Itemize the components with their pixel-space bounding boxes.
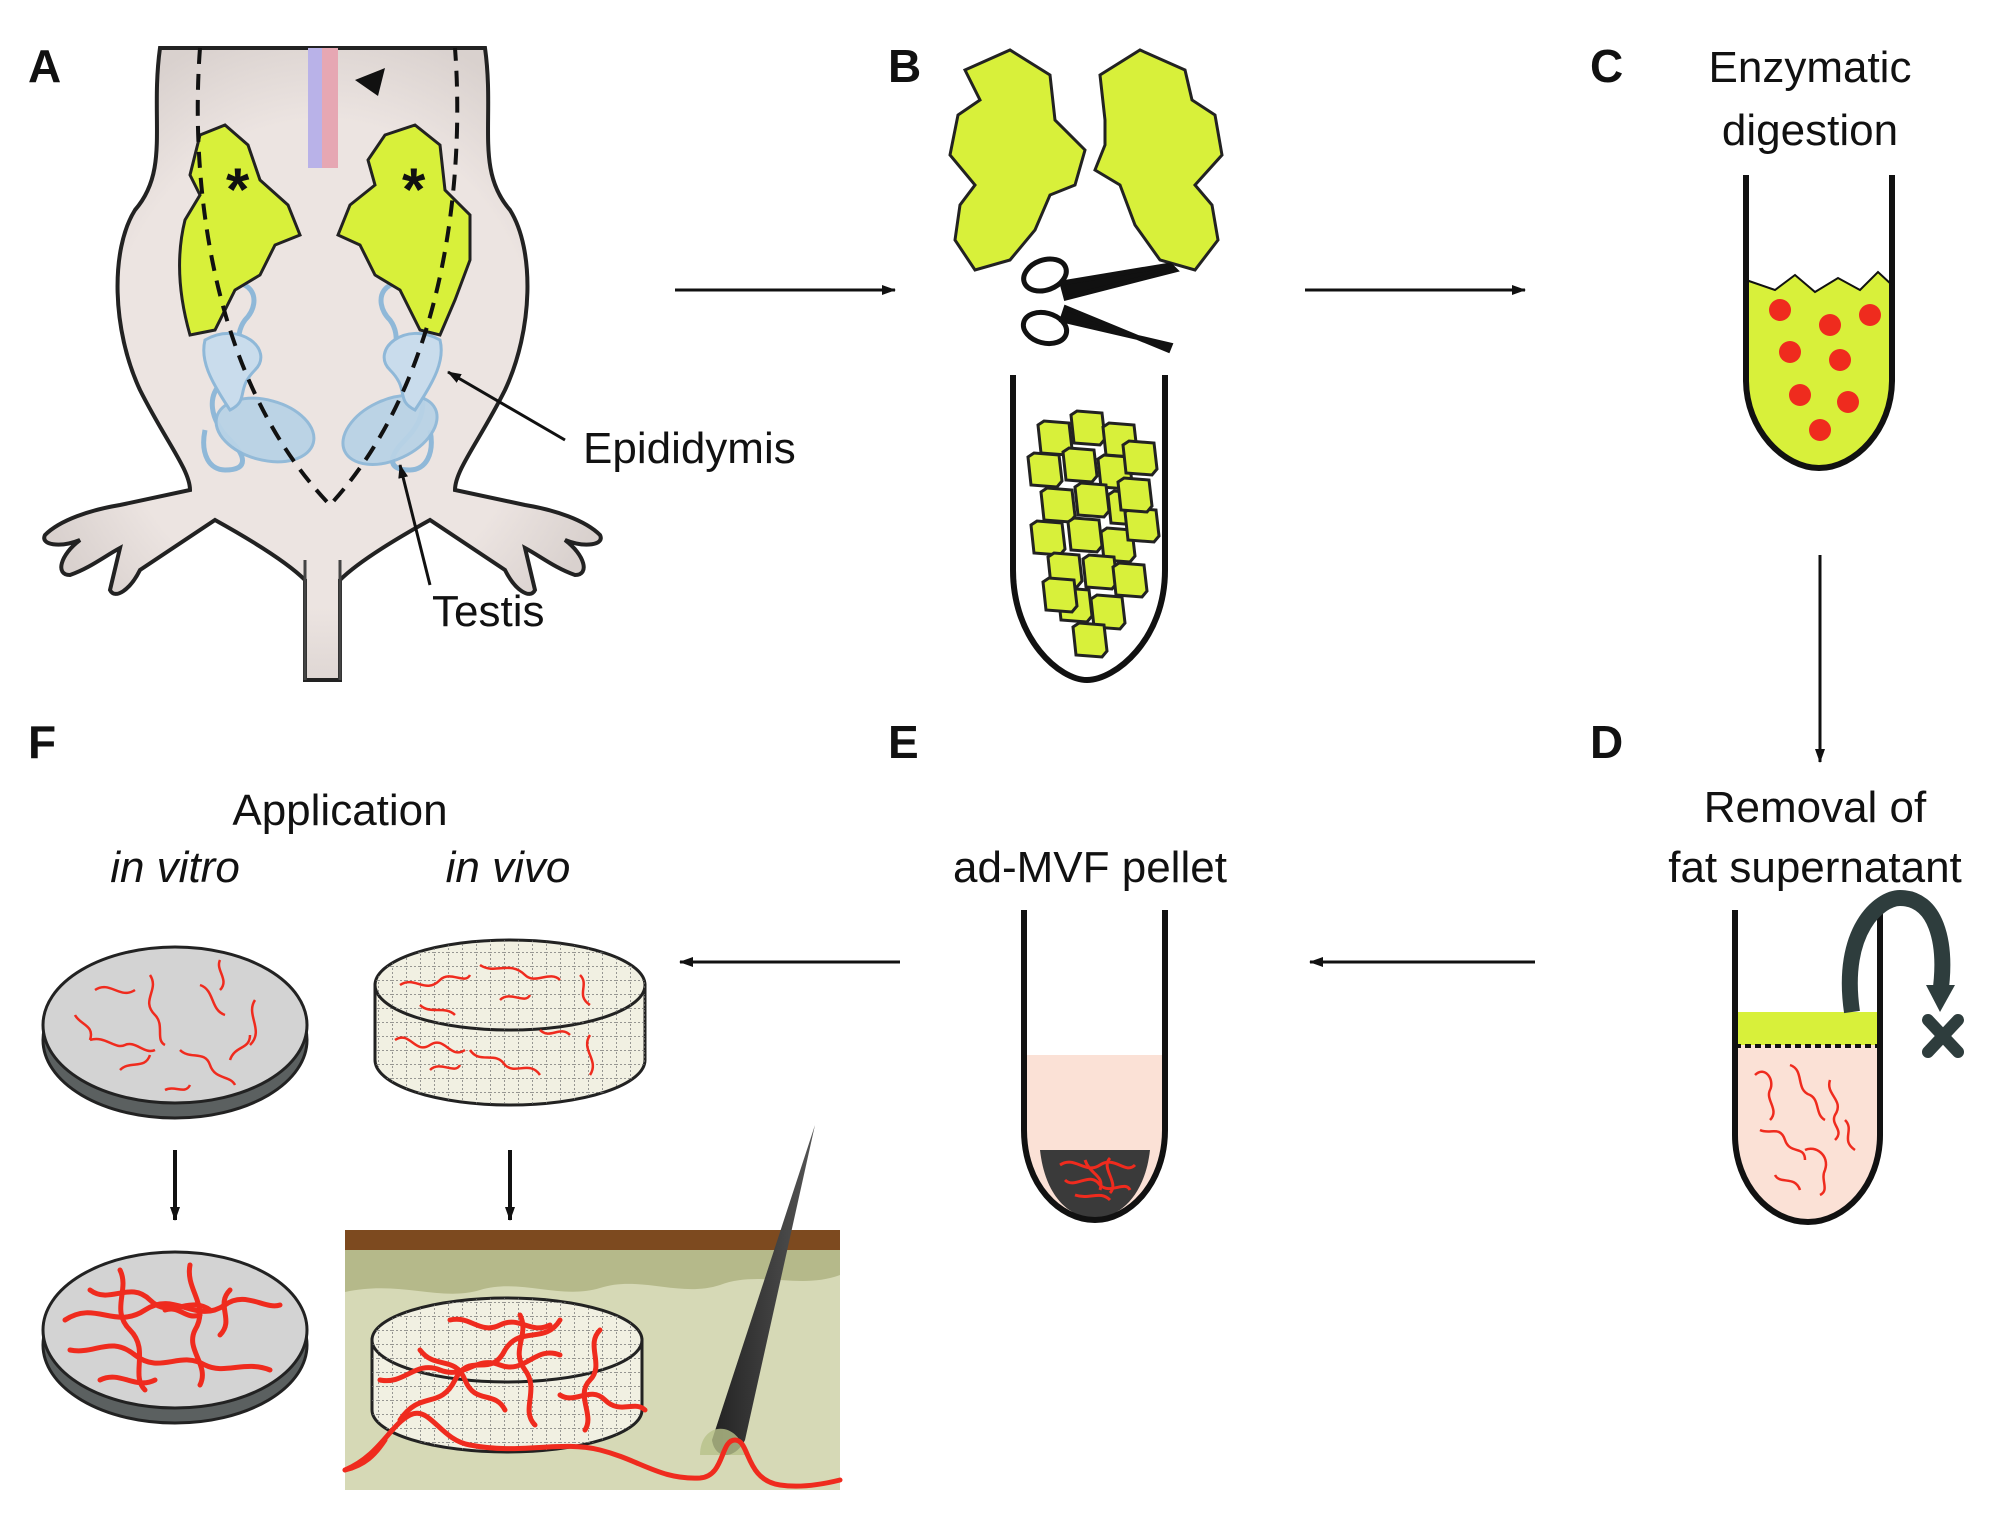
in-vitro-caption: in vitro <box>110 843 240 892</box>
vessel-fragments-d <box>1754 1063 1856 1197</box>
mouse-tail <box>303 560 342 680</box>
fat-piece <box>1039 486 1077 524</box>
minced-fat-pieces <box>1026 409 1161 659</box>
testis-label: Testis <box>432 587 544 636</box>
enzyme-dot <box>1819 314 1841 336</box>
enzyme-dot <box>1809 419 1831 441</box>
fat-piece <box>1121 439 1159 477</box>
scissors-icon <box>1020 256 1180 354</box>
removal-title-line1: Removal of <box>1704 783 1927 832</box>
hair-follicle <box>712 1125 815 1455</box>
fat-piece <box>1069 409 1107 447</box>
incision-line <box>195 47 460 508</box>
skin-layer <box>345 1230 840 1250</box>
epididymis-left <box>202 332 263 412</box>
discard-arrow <box>1841 889 1951 1014</box>
panel-e-pellet: ad-MVF pellet <box>953 843 1227 1224</box>
enzyme-dot <box>1779 341 1801 363</box>
tube-d <box>1732 910 1883 1226</box>
testis-pointer <box>398 464 432 586</box>
fat-piece <box>1116 476 1154 514</box>
fat-pad-left <box>178 123 302 337</box>
in-vitro-dish-initial <box>41 945 309 1120</box>
tube-e <box>1021 910 1168 1224</box>
testis-right <box>341 394 439 466</box>
panel-f-application: Application in vitro in vivo <box>41 786 843 1490</box>
arrowhead-marker <box>355 68 385 96</box>
discard-x-icon <box>1922 1014 1964 1058</box>
enzyme-dot <box>1829 349 1851 371</box>
tube-c <box>1743 175 1895 472</box>
pellet-vessels <box>1059 1156 1137 1202</box>
epididymis-right <box>382 332 443 412</box>
panel-label-e: E <box>888 716 919 768</box>
fat-piece <box>1061 446 1099 484</box>
panel-label-a: A <box>28 40 61 92</box>
pellet-title: ad-MVF pellet <box>953 843 1227 892</box>
panel-b-mincing <box>948 48 1224 684</box>
enzyme-dot <box>1859 304 1881 326</box>
in-vivo-caption: in vivo <box>446 843 571 892</box>
epididymis-label: Epididymis <box>583 424 796 473</box>
application-title: Application <box>232 786 447 835</box>
digestion-liquid <box>1746 272 1892 468</box>
fat-piece <box>1071 621 1109 659</box>
fat-piece <box>1073 481 1111 519</box>
panel-label-f: F <box>28 716 56 768</box>
panel-c-digestion: Enzymatic digestion <box>1709 43 1912 472</box>
vessel-network-vivo <box>342 1312 843 1489</box>
removal-title-line2: fat supernatant <box>1668 843 1962 892</box>
panel-a-mouse-illustration: * * Epididymis Testis <box>42 46 796 682</box>
fat-piece <box>1029 519 1067 557</box>
fat-piece <box>1111 561 1149 599</box>
testis-left <box>214 396 316 464</box>
excised-fat-right <box>1093 48 1224 272</box>
panel-label-c: C <box>1590 40 1623 92</box>
fat-piece <box>1081 553 1119 591</box>
enzyme-dot <box>1837 391 1859 413</box>
panel-d-removal: Removal of fat supernatant <box>1668 783 1964 1226</box>
in-vivo-implant-site <box>342 1125 843 1490</box>
enzyme-dot <box>1789 384 1811 406</box>
asterisk-right: * <box>402 156 426 223</box>
fat-piece <box>1066 516 1104 554</box>
fat-supernatant-layer <box>1735 1012 1880 1045</box>
fat-piece <box>1041 576 1079 614</box>
blood-vessel-artery <box>322 48 338 168</box>
fat-piece <box>1026 451 1064 489</box>
blood-vessel-vein <box>308 48 322 168</box>
epididymis-pointer <box>447 370 566 442</box>
digestion-title-line1: Enzymatic <box>1709 43 1912 92</box>
enzyme-dots <box>1769 299 1881 441</box>
asterisk-left: * <box>226 156 250 223</box>
in-vivo-scaffold-initial <box>373 938 647 1107</box>
enzyme-dot <box>1769 299 1791 321</box>
excised-fat-left <box>948 48 1087 272</box>
panel-label-d: D <box>1590 716 1623 768</box>
digestion-title-line2: digestion <box>1722 106 1898 155</box>
in-vitro-dish-vascularized <box>41 1250 309 1425</box>
panel-label-b: B <box>888 40 921 92</box>
